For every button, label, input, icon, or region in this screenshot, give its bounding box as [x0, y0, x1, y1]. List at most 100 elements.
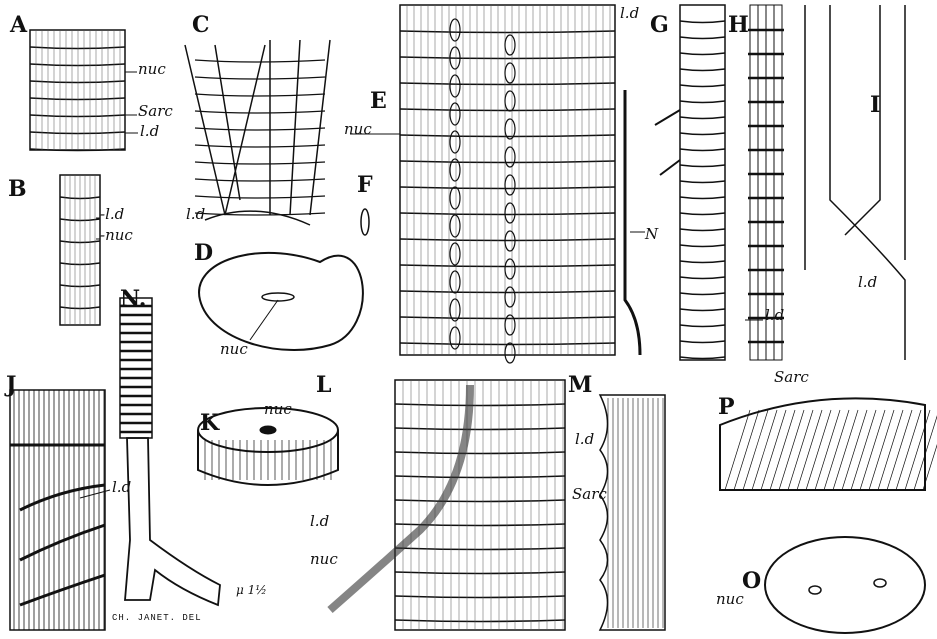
cross-stria [399, 82, 616, 86]
cross-stria [29, 131, 126, 135]
cross-stria [679, 84, 726, 88]
cross-stria [394, 571, 566, 575]
panel-label-k: K [200, 410, 220, 436]
cross-stria [679, 196, 726, 200]
cross-stria [29, 114, 126, 118]
fibril [742, 409, 769, 491]
fiber-g-branch [654, 109, 681, 176]
cross-stria [679, 340, 726, 344]
nucleus [504, 314, 516, 336]
nucleus [449, 242, 461, 266]
cross-stria [399, 30, 616, 34]
nucleus [449, 270, 461, 294]
nucleus [808, 585, 822, 595]
cross-stria [679, 20, 726, 24]
nucleus [504, 62, 516, 84]
fibril [733, 409, 760, 491]
fibril [922, 444, 937, 491]
label-i-ld: l.d [858, 273, 878, 291]
cross-stria [194, 93, 326, 97]
fibril [904, 409, 931, 491]
fiber-p [719, 397, 926, 491]
cross-stria [679, 356, 726, 360]
nucleus [504, 146, 516, 168]
fibril [751, 409, 778, 491]
nucleus [449, 158, 461, 182]
nucleus [449, 102, 461, 126]
label-a-ld: l.d [140, 122, 160, 140]
nucleus [504, 286, 516, 308]
cross-stria [399, 212, 616, 216]
fibril [913, 415, 937, 491]
cross-stria [394, 595, 566, 599]
nucleus-f [360, 208, 370, 236]
fibril-h [749, 4, 759, 361]
fibril [895, 409, 922, 491]
cross-stria [399, 316, 616, 320]
cross-stria [679, 292, 726, 296]
label-a-sarc: Sarc [138, 102, 173, 120]
fibril [778, 409, 805, 491]
cross-stria [679, 100, 726, 104]
panel-label-c: C [192, 12, 210, 38]
label-m-sarc: Sarc [572, 485, 607, 503]
leader-line [249, 299, 279, 341]
panel-label-m: M [568, 372, 593, 398]
cross-stria [394, 475, 566, 479]
fiber-c [184, 39, 331, 216]
cross-stria [194, 212, 326, 216]
cross-stria [29, 148, 126, 152]
nucleus [449, 186, 461, 210]
nucleus [449, 214, 461, 238]
cross-stria [29, 46, 126, 50]
cross-stria [679, 164, 726, 168]
label-d-nuc: nuc [220, 340, 248, 358]
nucleus [504, 90, 516, 112]
panel-label-n: N. [120, 286, 147, 312]
cross-stria [194, 144, 326, 148]
fibril [760, 409, 787, 491]
panel-label-i: I [870, 92, 881, 118]
panel-label-b: B [8, 176, 27, 202]
fiber-d-cross-section [198, 251, 364, 351]
cross-stria [399, 186, 616, 190]
cross-stria [399, 56, 616, 60]
fiber-j [9, 389, 106, 631]
label-b-nuc: -nuc [100, 226, 133, 244]
panel-label-a: A [10, 12, 28, 38]
nucleus-chain [327, 384, 474, 614]
scale-label: μ 1½ [236, 583, 267, 597]
nucleus [259, 425, 277, 435]
panel-label-e: E [370, 88, 387, 114]
panel-label-p: P [718, 394, 735, 420]
cross-stria [399, 290, 616, 294]
disc-line [10, 443, 106, 607]
panel-label-j: J [6, 372, 17, 398]
trachea-branch [124, 437, 221, 607]
nucleus [504, 118, 516, 140]
label-c-ld: l.d [186, 205, 206, 223]
cross-stria [394, 523, 566, 527]
cross-stria [679, 212, 726, 216]
nucleus [449, 298, 461, 322]
panel-label-d: D [194, 240, 214, 266]
cross-stria [194, 59, 326, 63]
cross-stria [679, 116, 726, 120]
fiber-i [844, 5, 906, 260]
cross-stria [394, 499, 566, 503]
cross-stria [194, 161, 326, 165]
cross-stria [194, 195, 326, 199]
fiber-i [804, 5, 906, 360]
cross-stria [399, 134, 616, 138]
cross-stria [679, 52, 726, 56]
nucleus [449, 74, 461, 98]
fiber-e [399, 4, 616, 356]
nucleus [504, 34, 516, 56]
nucleus [449, 326, 461, 350]
cross-stria [29, 97, 126, 101]
fibril [814, 409, 841, 491]
nerve-n [623, 90, 642, 356]
fibril [859, 409, 886, 491]
cross-stria [679, 180, 726, 184]
label-p-sarc: Sarc [774, 368, 809, 386]
